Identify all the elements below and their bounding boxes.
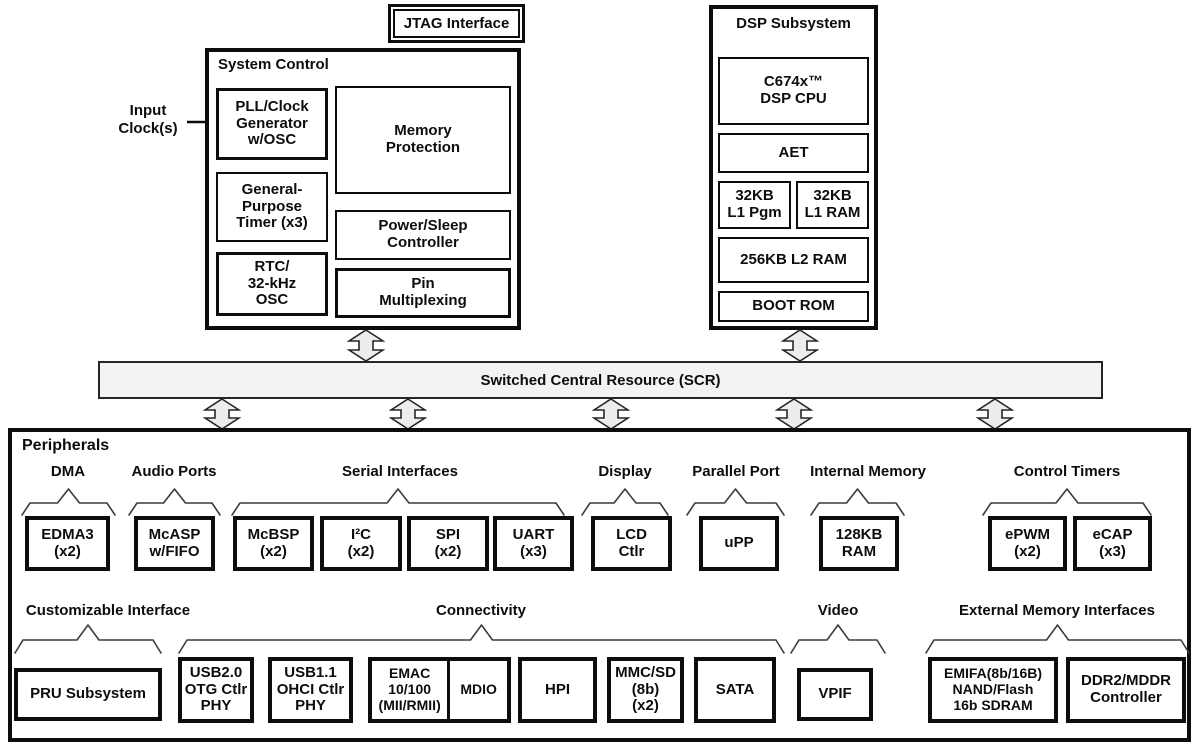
block-mcbsp: McBSP (x2) bbox=[233, 516, 314, 571]
block-l1-pgm: 32KB L1 Pgm bbox=[718, 181, 791, 229]
group-label-parallel-port: Parallel Port bbox=[692, 463, 780, 480]
block-lcd-ctlr: LCD Ctlr bbox=[591, 516, 672, 571]
block-mmcsd: MMC/SD (8b) (x2) bbox=[607, 657, 684, 723]
bus-arrow-peripherals-3-icon bbox=[592, 398, 630, 430]
block-rtc-osc: RTC/ 32-kHz OSC bbox=[216, 252, 328, 316]
group-label-video: Video bbox=[817, 602, 859, 619]
block-sata: SATA bbox=[694, 657, 776, 723]
block-vpif: VPIF bbox=[797, 668, 873, 721]
input-clocks-label: Input Clock(s) bbox=[118, 102, 178, 137]
group-label-control-timers: Control Timers bbox=[1013, 463, 1121, 480]
brace-audio-ports bbox=[128, 488, 221, 516]
block-epwm: ePWM (x2) bbox=[988, 516, 1067, 571]
group-label-dma: DMA bbox=[50, 463, 86, 480]
bus-arrow-peripherals-4-icon bbox=[775, 398, 813, 430]
group-label-audio-ports: Audio Ports bbox=[131, 463, 217, 480]
block-pll-clock-generator: PLL/Clock Generator w/OSC bbox=[216, 88, 328, 160]
brace-ext-memory bbox=[925, 624, 1190, 654]
block-uart: UART (x3) bbox=[493, 516, 574, 571]
scr-bar: Switched Central Resource (SCR) bbox=[98, 361, 1103, 399]
block-boot-rom: BOOT ROM bbox=[718, 291, 869, 322]
bus-arrow-system-control-icon bbox=[347, 329, 385, 362]
block-memory-protection: Memory Protection bbox=[335, 86, 511, 194]
block-pru-subsystem: PRU Subsystem bbox=[14, 668, 162, 721]
block-i2c: I²C (x2) bbox=[320, 516, 402, 571]
block-usb11: USB1.1 OHCI Ctlr PHY bbox=[268, 657, 353, 723]
block-edma3: EDMA3 (x2) bbox=[25, 516, 110, 571]
block-l1-ram: 32KB L1 RAM bbox=[796, 181, 869, 229]
group-label-display: Display bbox=[598, 463, 652, 480]
block-l2-ram: 256KB L2 RAM bbox=[718, 237, 869, 283]
bus-arrow-dsp-icon bbox=[781, 329, 819, 362]
jtag-label: JTAG Interface bbox=[403, 15, 510, 32]
block-hpi: HPI bbox=[518, 657, 597, 723]
block-ddr2-mddr: DDR2/MDDR Controller bbox=[1066, 657, 1186, 723]
block-emac: EMAC 10/100 (MII/RMII) bbox=[372, 661, 451, 719]
block-emifa: EMIFA(8b/16B) NAND/Flash 16b SDRAM bbox=[928, 657, 1058, 723]
block-gp-timer: General- Purpose Timer (x3) bbox=[216, 172, 328, 242]
block-128kb-ram: 128KB RAM bbox=[819, 516, 899, 571]
block-spi: SPI (x2) bbox=[407, 516, 489, 571]
group-label-customizable: Customizable Interface bbox=[25, 602, 191, 619]
brace-serial bbox=[231, 488, 565, 516]
system-control-title: System Control bbox=[218, 56, 329, 73]
block-power-sleep-controller: Power/Sleep Controller bbox=[335, 210, 511, 260]
peripherals-box: Peripherals DMA Audio Ports Serial Inter… bbox=[8, 428, 1191, 742]
group-label-internal-memory: Internal Memory bbox=[810, 463, 926, 480]
scr-label: Switched Central Resource (SCR) bbox=[480, 371, 721, 389]
system-control-box: System Control PLL/Clock Generator w/OSC… bbox=[205, 48, 521, 330]
brace-connectivity bbox=[178, 624, 785, 654]
group-label-ext-memory: External Memory Interfaces bbox=[959, 602, 1155, 619]
brace-parallel-port bbox=[686, 488, 785, 516]
bus-arrow-peripherals-1-icon bbox=[203, 398, 241, 430]
group-label-serial: Serial Interfaces bbox=[342, 463, 458, 480]
block-mdio: MDIO bbox=[460, 681, 497, 698]
bus-arrow-peripherals-5-icon bbox=[976, 398, 1014, 430]
block-aet: AET bbox=[718, 133, 869, 173]
jtag-interface-box: JTAG Interface bbox=[388, 4, 525, 43]
brace-video bbox=[790, 624, 886, 654]
block-dsp-cpu: C674x™ DSP CPU bbox=[718, 57, 869, 125]
peripherals-title: Peripherals bbox=[22, 437, 110, 454]
group-label-connectivity: Connectivity bbox=[435, 602, 527, 619]
dsp-subsystem-box: DSP Subsystem C674x™ DSP CPU AET 32KB L1… bbox=[709, 5, 878, 330]
brace-internal-memory bbox=[810, 488, 905, 516]
block-usb20: USB2.0 OTG Ctlr PHY bbox=[178, 657, 254, 723]
brace-display bbox=[581, 488, 669, 516]
block-upp: uPP bbox=[699, 516, 779, 571]
dsp-subsystem-title: DSP Subsystem bbox=[736, 15, 851, 32]
brace-dma bbox=[21, 488, 116, 516]
brace-customizable bbox=[14, 624, 162, 654]
brace-control-timers bbox=[982, 488, 1152, 516]
block-pin-multiplexing: Pin Multiplexing bbox=[335, 268, 511, 318]
block-mcasp: McASP w/FIFO bbox=[134, 516, 215, 571]
block-emac-mdio: EMAC 10/100 (MII/RMII) MDIO bbox=[368, 657, 511, 723]
block-ecap: eCAP (x3) bbox=[1073, 516, 1152, 571]
bus-arrow-peripherals-2-icon bbox=[389, 398, 427, 430]
